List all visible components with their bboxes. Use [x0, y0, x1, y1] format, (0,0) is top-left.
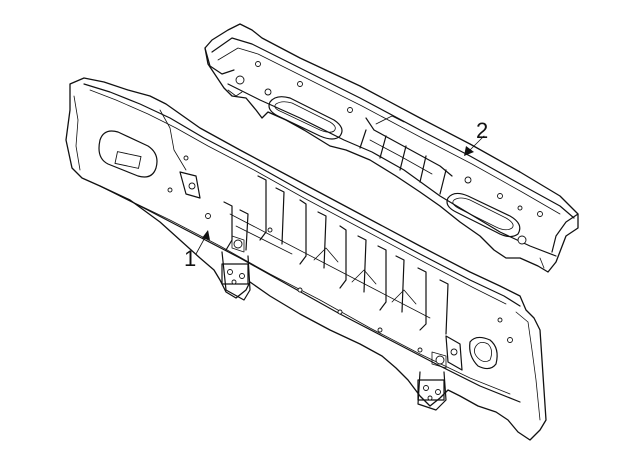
leader-arrow-2 [464, 146, 474, 156]
callout-2: 2 [464, 118, 488, 156]
callout-1: 1 [184, 230, 210, 271]
part-2-upper-crossmember[interactable] [204, 23, 579, 273]
callout-label-1: 1 [184, 246, 196, 271]
leader-arrow-1 [202, 230, 210, 240]
callout-label-2: 2 [476, 118, 488, 143]
part-1-rear-body-panel[interactable] [65, 77, 547, 441]
